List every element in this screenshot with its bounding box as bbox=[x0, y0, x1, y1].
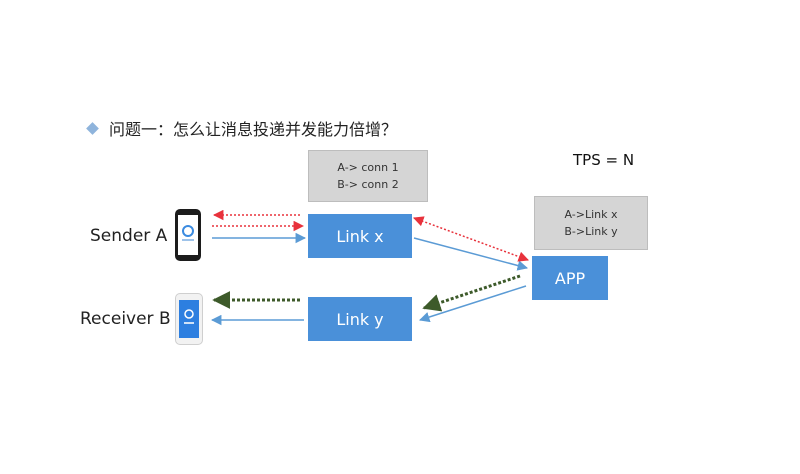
link-mapping-line-2: B->Link y bbox=[564, 225, 618, 238]
receiver-phone-screen bbox=[179, 300, 199, 338]
title-text: 问题一：怎么让消息投递并发能力倍增？ bbox=[109, 120, 398, 139]
arrow-app-to-linky bbox=[419, 285, 527, 323]
app-node: APP bbox=[532, 256, 608, 300]
arrow-linkx-app-red bbox=[413, 216, 529, 262]
receiver-phone-icon bbox=[175, 293, 203, 345]
link-x-label: Link x bbox=[336, 226, 384, 246]
conn-mapping-line-1: A-> conn 1 bbox=[337, 161, 399, 174]
arrow-linkx-to-app bbox=[413, 237, 529, 271]
sender-phone-icon bbox=[175, 209, 201, 261]
sender-label: Sender A bbox=[90, 226, 168, 246]
arrow-app-to-linky-green bbox=[422, 274, 521, 312]
receiver-label: Receiver B bbox=[80, 309, 171, 329]
link-y-label: Link y bbox=[336, 309, 384, 329]
link-x-node: Link x bbox=[308, 214, 412, 258]
sender-phone-screen bbox=[178, 215, 198, 255]
link-mapping-line-1: A->Link x bbox=[564, 208, 618, 221]
link-y-node: Link y bbox=[308, 297, 412, 341]
link-mapping-box: A->Link x B->Link y bbox=[534, 196, 648, 250]
slide-title: 问题一：怎么让消息投递并发能力倍增？ bbox=[86, 116, 397, 140]
conn-mapping-line-2: B-> conn 2 bbox=[337, 178, 399, 191]
conn-mapping-box: A-> conn 1 B-> conn 2 bbox=[308, 150, 428, 202]
tps-label: TPS = N bbox=[573, 151, 635, 169]
app-label: APP bbox=[554, 268, 586, 288]
